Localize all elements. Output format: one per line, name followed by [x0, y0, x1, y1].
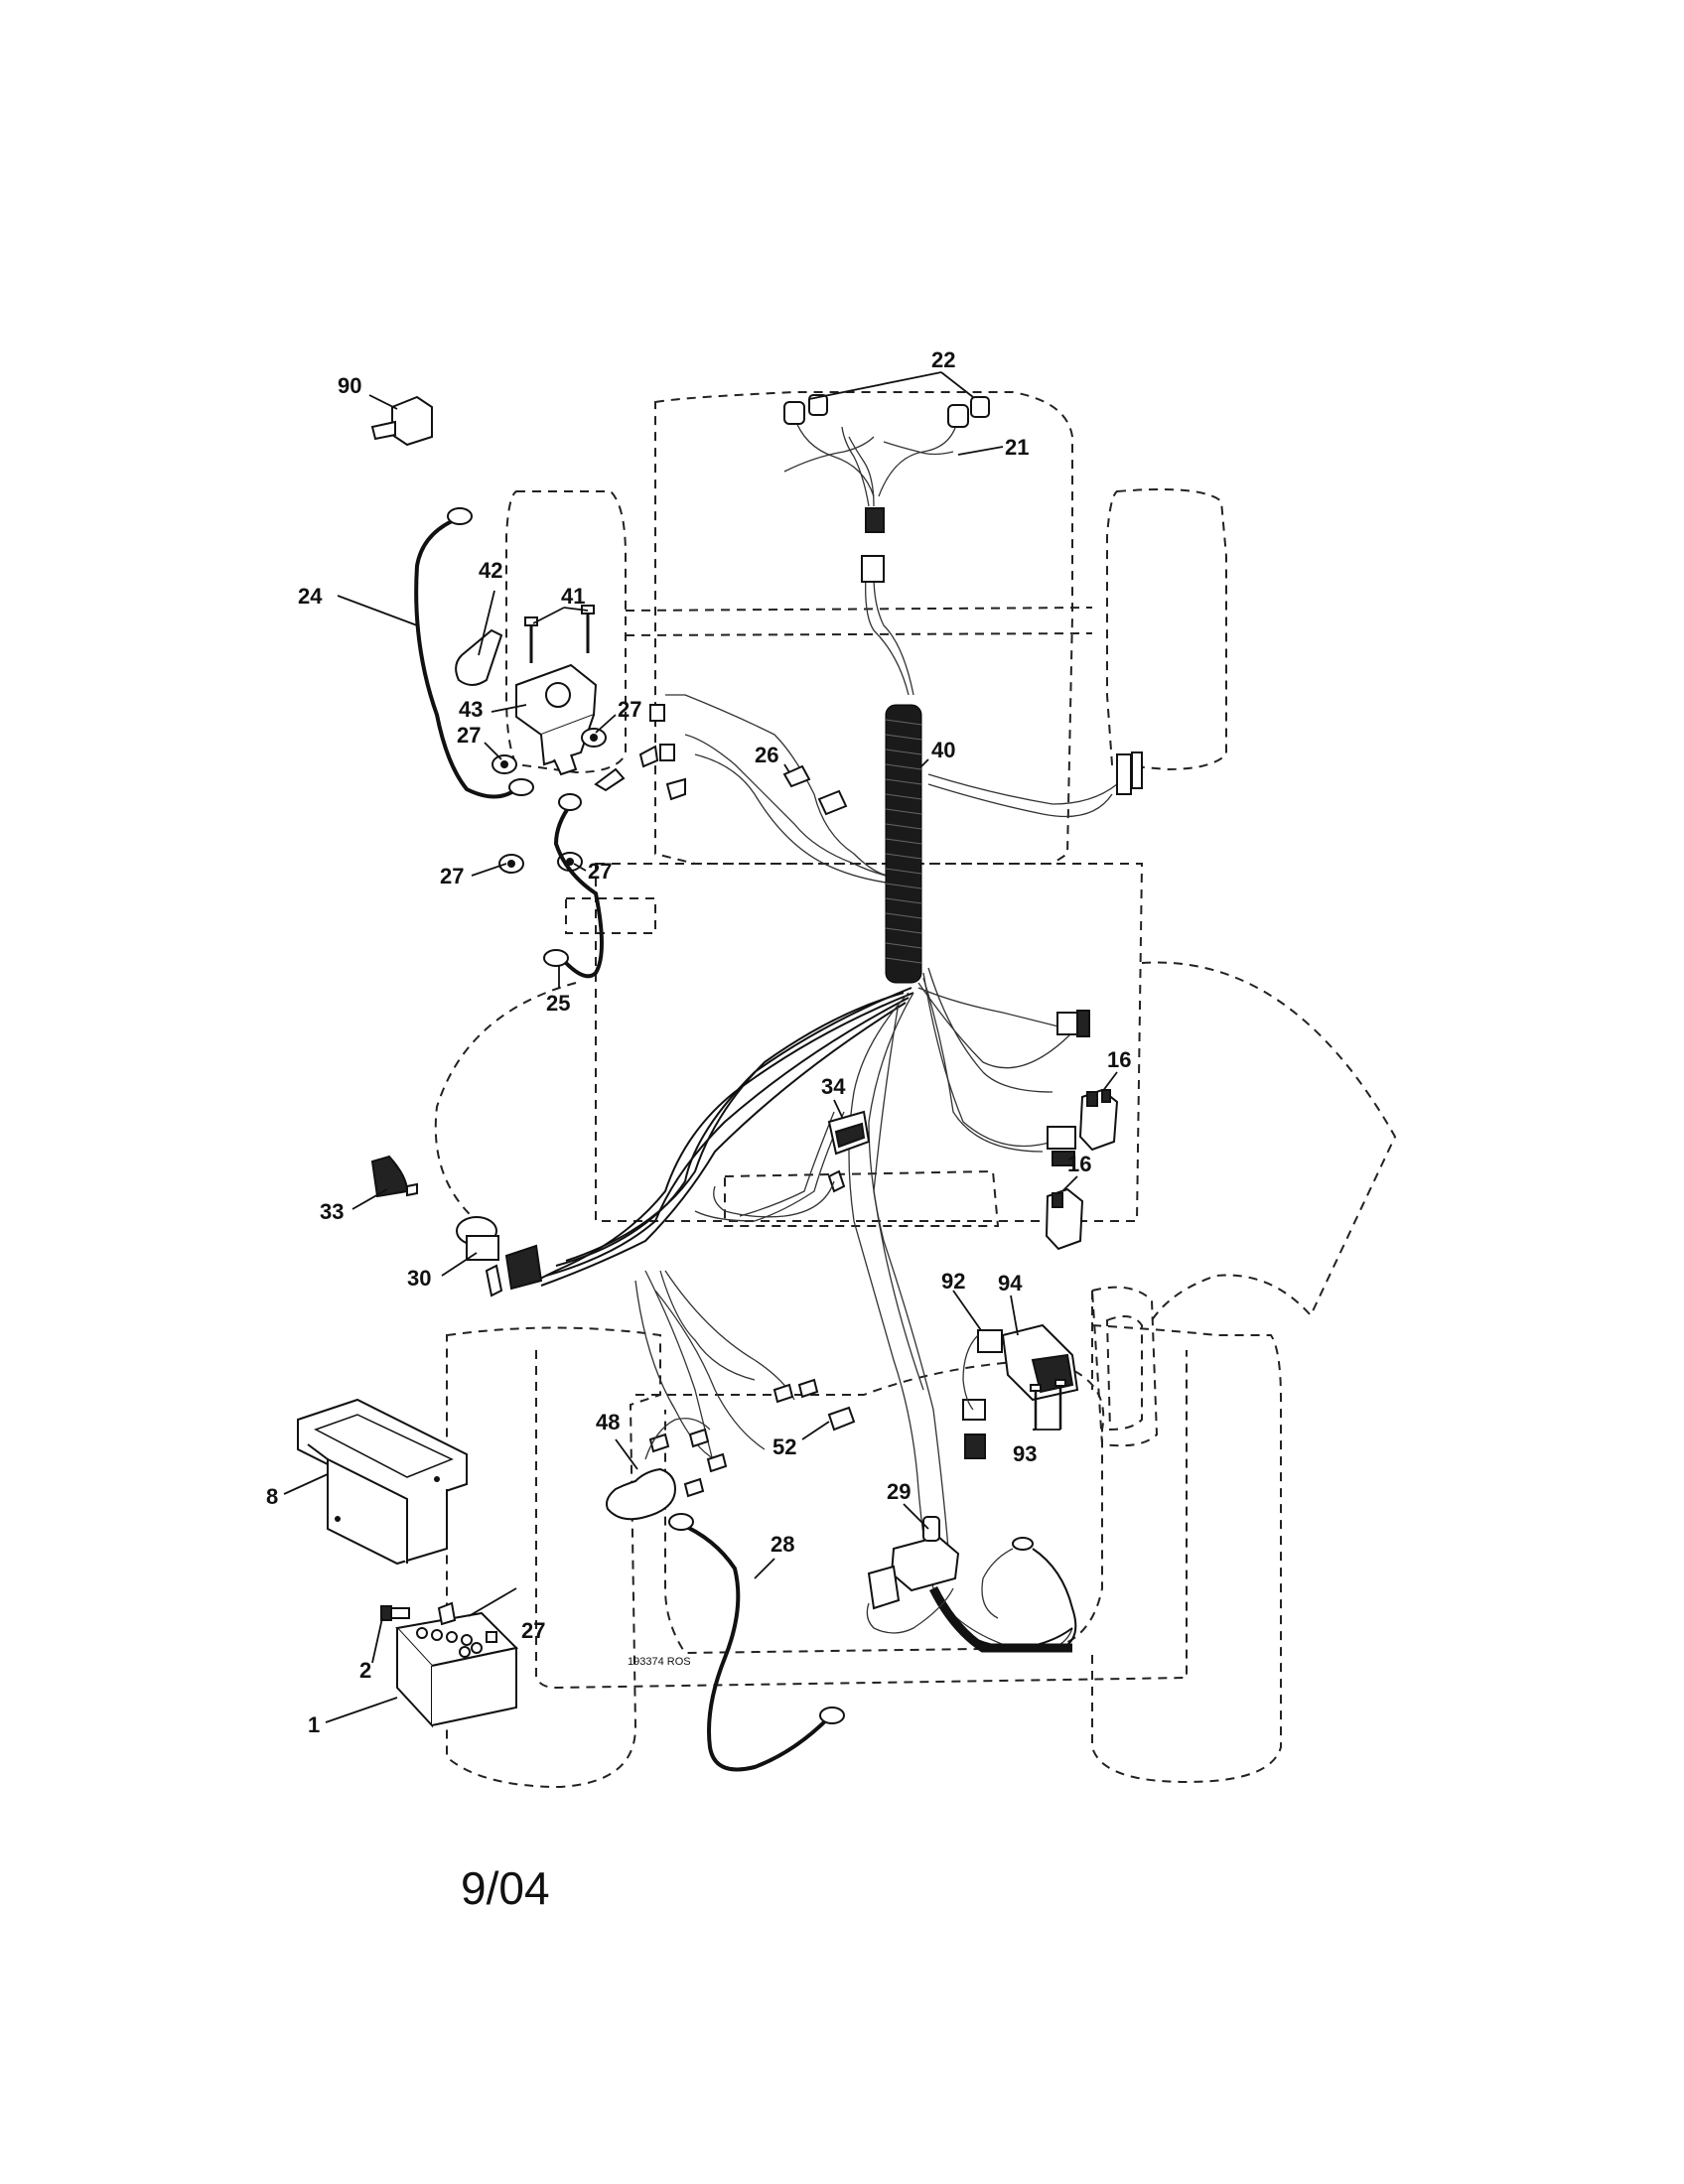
part-24-cable — [414, 507, 534, 799]
part-43-solenoid — [515, 663, 598, 776]
part-92 — [962, 1329, 1003, 1459]
callout-93: 93 — [1013, 1441, 1037, 1466]
part-2-hardware — [380, 1601, 457, 1626]
part-27-nuts — [466, 728, 607, 1633]
callout-27-lower-left: 27 — [440, 864, 464, 888]
connectors-16 — [1047, 1010, 1090, 1166]
callout-24: 24 — [298, 584, 323, 609]
callout-41: 41 — [561, 584, 585, 609]
callout-92: 92 — [941, 1269, 965, 1294]
part-29-terminal — [981, 1537, 1034, 1619]
callout-90: 90 — [338, 373, 361, 398]
callout-21: 21 — [1005, 435, 1029, 460]
connectors-upper-left — [638, 704, 686, 801]
callout-42: 42 — [479, 558, 502, 583]
part-30-ignition — [456, 1216, 543, 1297]
part-90 — [370, 395, 433, 447]
callout-labels: 90 22 21 24 42 41 43 27 27 27 27 27 26 4… — [266, 347, 1131, 1737]
part-29 — [866, 1516, 960, 1634]
callout-26: 26 — [755, 743, 778, 767]
harness-spiral-wrap-lower — [928, 1585, 1072, 1653]
callout-33: 33 — [320, 1199, 344, 1224]
callout-27-battery: 27 — [521, 1618, 545, 1643]
callout-52: 52 — [772, 1434, 796, 1459]
part-94 — [1001, 1323, 1079, 1402]
part-34-switch — [713, 1110, 871, 1218]
callout-28: 28 — [771, 1532, 794, 1557]
harness-spiral-wrap — [885, 704, 922, 984]
part-28-cable — [668, 1513, 845, 1772]
headlight-assembly — [783, 394, 990, 583]
revision-date: 9/04 — [461, 1862, 550, 1914]
part-8-battery-box — [297, 1398, 468, 1566]
callout-27-lower-right: 27 — [588, 859, 612, 884]
callout-40: 40 — [931, 738, 955, 762]
part-1-battery — [395, 1611, 519, 1728]
callout-2: 2 — [359, 1658, 371, 1683]
right-bracket — [1090, 1286, 1159, 1447]
callout-16-lower: 16 — [1067, 1152, 1091, 1176]
wire-harness — [535, 426, 1118, 1652]
part-52 — [772, 1378, 856, 1432]
part-16-switch-upper — [1078, 1088, 1119, 1152]
callout-29: 29 — [887, 1479, 911, 1504]
callout-16-upper: 16 — [1107, 1047, 1131, 1072]
part-25-cable — [543, 767, 626, 979]
callout-22: 22 — [931, 347, 955, 372]
callout-48: 48 — [596, 1410, 620, 1434]
connectors-right — [1116, 751, 1143, 795]
callout-27-left: 27 — [457, 723, 481, 748]
callout-1: 1 — [308, 1712, 320, 1737]
part-26 — [782, 764, 848, 816]
callout-27-right: 27 — [618, 697, 641, 722]
callout-25: 25 — [546, 991, 570, 1016]
callout-8: 8 — [266, 1484, 278, 1509]
part-41-screws — [524, 605, 595, 663]
part-42 — [455, 628, 503, 686]
part-16-switch-lower — [1045, 1187, 1084, 1251]
drawing-code: 193374 ROS — [628, 1656, 691, 1668]
part-48 — [606, 1418, 728, 1521]
callout-43: 43 — [459, 697, 483, 722]
leader-lines — [283, 371, 1118, 1723]
part-93-screws — [1030, 1379, 1066, 1430]
callout-30: 30 — [407, 1266, 431, 1291]
callout-34: 34 — [821, 1074, 846, 1099]
part-33 — [370, 1155, 418, 1198]
callout-94: 94 — [998, 1271, 1023, 1296]
tractor-outline — [434, 391, 1397, 1789]
